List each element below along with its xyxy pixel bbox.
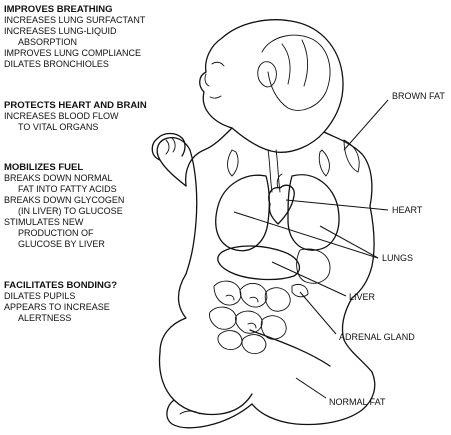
left-lung [216, 175, 270, 250]
thigh-fold [250, 330, 330, 366]
effect-line: ALERTNESS [18, 313, 71, 323]
brain-outline [262, 35, 330, 110]
liver [218, 246, 300, 279]
heading-facilitates-bonding: FACILITATES BONDING? [4, 280, 117, 291]
mouth [210, 96, 221, 98]
heading-protects-heart-brain: PROTECTS HEART AND BRAIN [4, 100, 147, 111]
effect-line: BREAKS DOWN GLYCOGEN [4, 195, 124, 205]
body-left-side [160, 274, 186, 352]
brown-fat-deposit [344, 140, 359, 172]
effect-line: STIMULATES NEW [4, 217, 84, 227]
left-leg [160, 352, 252, 414]
effect-line: IMPROVES LUNG COMPLIANCE [4, 48, 141, 58]
effect-line: DILATES PUPILS [4, 291, 75, 301]
effect-line: INCREASES BLOOD FLOW [4, 111, 119, 121]
label-heart: HEART [392, 205, 423, 215]
effects-list: IMPROVES BREATHING INCREASES LUNG SURFAC… [4, 4, 147, 323]
label-brown-fat: BROWN FAT [392, 91, 445, 101]
effect-line: GLUCOSE BY LIVER [18, 239, 105, 249]
label-liver: LIVER [349, 292, 376, 302]
label-adrenal-gland: ADRENAL GLAND [339, 332, 415, 342]
effect-line: (IN LIVER) TO GLUCOSE [18, 206, 123, 216]
toe-line [180, 411, 200, 414]
right-arm [352, 206, 374, 298]
label-normal-fat: NORMAL FAT [329, 397, 386, 407]
leader-brown-fat [344, 100, 388, 150]
stomach [297, 249, 330, 283]
brown-fat-deposit [319, 150, 329, 176]
effect-line: ABSORPTION [18, 37, 77, 47]
right-lung [288, 175, 339, 250]
effect-line: TO VITAL ORGANS [18, 122, 98, 132]
effect-line: DILATES BRONCHIOLES [4, 59, 109, 69]
effect-line: PRODUCTION OF [18, 228, 94, 238]
shoulder-left [186, 128, 232, 186]
intestines [209, 281, 290, 354]
effect-line: INCREASES LUNG SURFACTANT [4, 15, 146, 25]
adrenal-gland [292, 284, 308, 296]
heart [269, 185, 295, 224]
baby-illustration [152, 20, 375, 428]
finger-line [172, 138, 175, 152]
effect-line: FAT INTO FATTY ACIDS [18, 184, 117, 194]
shoulder-right [324, 132, 372, 206]
brown-fat-deposit [228, 150, 239, 176]
nose [205, 74, 209, 86]
finger-line [166, 140, 169, 154]
eye [212, 62, 224, 66]
label-lungs: LUNGS [382, 253, 413, 263]
heading-mobilizes-fuel: MOBILIZES FUEL [4, 162, 83, 173]
leader-lungs-left [234, 212, 378, 258]
leader-normal-fat [296, 378, 326, 398]
effect-line: INCREASES LUNG-LIQUID [4, 26, 117, 36]
organ-labels: BROWN FAT HEART LUNGS LIVER ADRENAL GLAN… [329, 91, 445, 407]
ear [258, 62, 277, 87]
brain-fold [282, 44, 290, 84]
effect-line: BREAKS DOWN NORMAL [4, 173, 113, 183]
carotid-vessel [276, 150, 280, 192]
effect-line: APPEARS TO INCREASE [4, 302, 110, 312]
leader-adrenal [300, 292, 336, 334]
heading-improves-breathing: IMPROVES BREATHING [4, 4, 113, 15]
brain-fold [302, 40, 308, 86]
